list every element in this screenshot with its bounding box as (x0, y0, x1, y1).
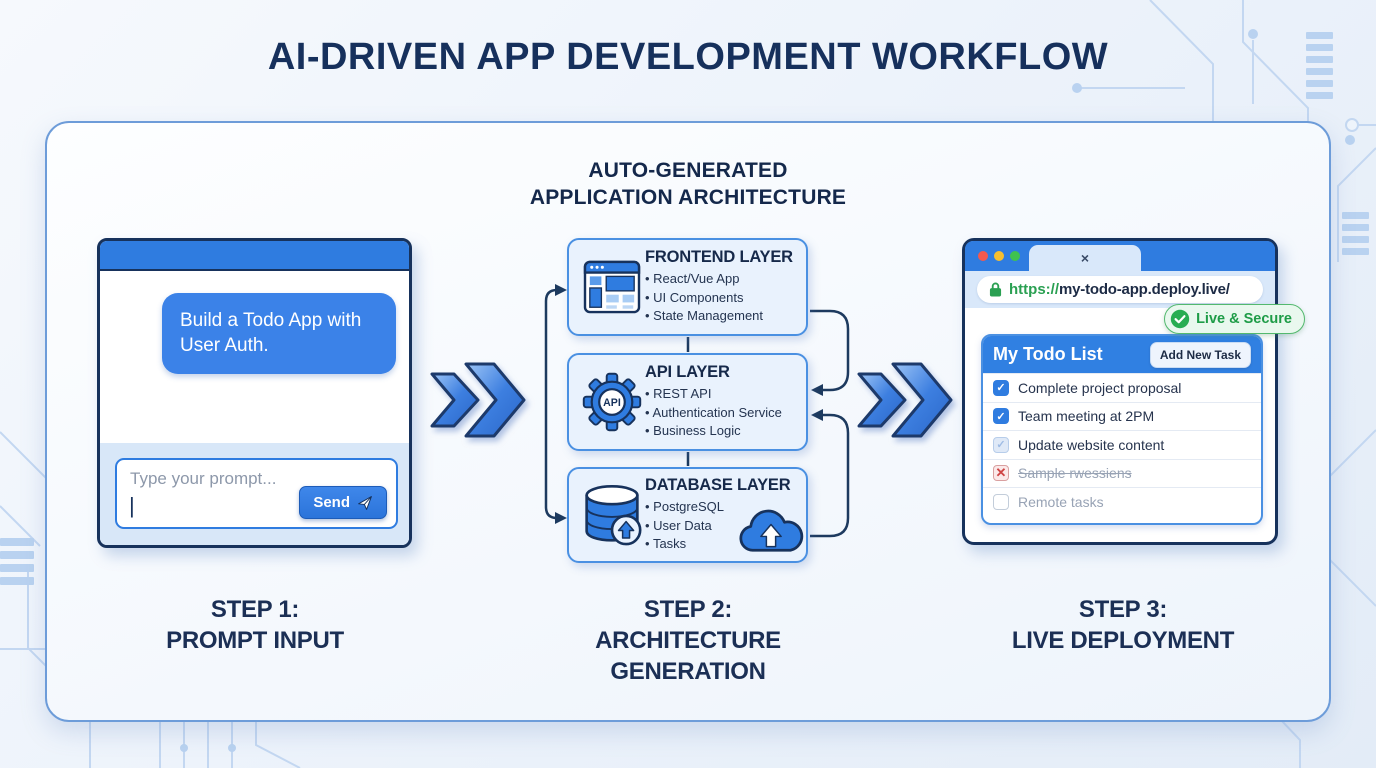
step2-label-line2: ARCHITECTURE (595, 627, 781, 655)
layer-bullet: Authentication Service (645, 404, 781, 423)
svg-text:API: API (603, 397, 621, 409)
url-scheme: https:// (1009, 280, 1059, 298)
api-layer-title: API LAYER (645, 362, 730, 381)
browser-window-icon (579, 260, 645, 314)
layer-bullet: REST API (645, 385, 782, 404)
send-button-label: Send (313, 494, 350, 511)
frontend-layer-bullets: React/Vue App UI Components State Manage… (645, 270, 793, 327)
browser-toolbar: https://my-todo-app.deploy.live/ (965, 271, 1275, 308)
layer-bullet: React/Vue App (645, 270, 793, 289)
todo-item-text: Remote tasks (1018, 493, 1104, 510)
add-new-task-button[interactable]: Add New Task (1149, 341, 1251, 368)
architecture-heading: AUTO-GENERATED APPLICATION ARCHITECTURE (498, 158, 878, 212)
step3-label-line1: STEP 3: (1078, 596, 1168, 623)
checkbox-unchecked[interactable] (993, 493, 1009, 510)
api-layer-box: API API LAYER REST API Authentication Se… (567, 353, 808, 451)
architecture-heading-line1: AUTO-GENERATED (588, 159, 788, 182)
layer-bullet: State Management (645, 307, 793, 326)
prompt-bubble: Build a Todo App with User Auth. (162, 293, 396, 374)
database-layer-bullets: PostgreSQL User Data Tasks (645, 498, 790, 555)
layer-bullet: UI Components (645, 289, 793, 308)
text-cursor: | (129, 493, 135, 518)
cloud-upload-icon (739, 509, 804, 552)
url-address-bar[interactable]: https://my-todo-app.deploy.live/ (977, 276, 1263, 303)
todo-item-row: Complete project proposal (983, 373, 1261, 402)
layer-bullet: PostgreSQL (645, 498, 790, 517)
checkbox-checked-light[interactable] (993, 436, 1009, 453)
todo-item-row: Update website content (983, 430, 1261, 459)
step3-label-line2: LIVE DEPLOYMENT (1011, 627, 1235, 655)
api-layer-bullets: REST API Authentication Service Business… (645, 385, 782, 442)
prompt-placeholder: Type your prompt... (130, 469, 277, 488)
step2-label: STEP 2: ARCHITECTURE GENERATION (548, 594, 828, 688)
minimize-traffic-light[interactable] (994, 251, 1004, 261)
chat-window-titlebar (100, 241, 409, 271)
todo-item-row: Remote tasks (983, 487, 1261, 516)
step1-label-line1: STEP 1: (210, 596, 300, 623)
frontend-layer-title: FRONTEND LAYER (645, 247, 793, 266)
prompt-chat-window: Build a Todo App with User Auth. Type yo… (97, 238, 412, 548)
deployed-browser-window: × https://my-todo-app.deploy.live/ Live … (962, 238, 1305, 545)
step1-label-line2: PROMPT INPUT (166, 627, 344, 655)
page-title: AI-DRIVEN APP DEVELOPMENT WORKFLOW (267, 36, 1109, 78)
todo-item-text: Team meeting at 2PM (1018, 408, 1155, 425)
layer-bullet: Tasks (645, 535, 790, 554)
todo-item-row: Team meeting at 2PM (983, 401, 1261, 431)
tab-close-icon[interactable]: × (1080, 250, 1090, 266)
maximize-traffic-light[interactable] (1010, 251, 1020, 261)
send-button[interactable]: Send (299, 486, 387, 519)
todo-header: My Todo List Add New Task (983, 336, 1261, 373)
checkbox-checked[interactable] (993, 408, 1009, 425)
checkbox-checked[interactable] (993, 379, 1009, 396)
chat-input-area: Type your prompt... | Send (100, 443, 409, 545)
prompt-input[interactable]: Type your prompt... | Send (115, 458, 398, 529)
flow-chevron-1 (430, 362, 526, 438)
layer-bullet: User Data (645, 517, 790, 536)
layer-bullet: Business Logic (645, 422, 782, 441)
gear-api-icon: API (579, 372, 645, 432)
architecture-heading-line2: APPLICATION ARCHITECTURE (529, 185, 847, 209)
todo-item-text: Update website content (1018, 436, 1165, 453)
database-layer-title: DATABASE LAYER (645, 475, 791, 494)
paper-plane-icon (358, 495, 372, 510)
checkbox-rejected[interactable] (993, 465, 1009, 482)
padlock-icon (989, 282, 1002, 297)
url-host: my-todo-app.deploy.live/ (1059, 280, 1230, 298)
flow-chevron-2 (857, 362, 953, 438)
step2-label-line3: GENERATION (610, 658, 766, 686)
live-secure-label: Live & Secure (1196, 311, 1292, 327)
database-cylinder-icon (579, 482, 645, 548)
step1-label: STEP 1: PROMPT INPUT (115, 594, 395, 656)
todo-item-text: Complete project proposal (1018, 379, 1182, 396)
browser-tab[interactable]: × (1029, 245, 1141, 271)
close-traffic-light[interactable] (978, 251, 988, 261)
todo-item-row: Sample rwessiens (983, 458, 1261, 488)
live-secure-badge: Live & Secure (1164, 304, 1305, 334)
todo-item-text: Sample rwessiens (1018, 465, 1132, 482)
step2-label-line1: STEP 2: (643, 596, 733, 623)
todo-title: My Todo List (993, 344, 1103, 364)
database-layer-box: DATABASE LAYER PostgreSQL User Data Task… (567, 467, 808, 563)
step3-label: STEP 3: LIVE DEPLOYMENT (973, 594, 1273, 656)
frontend-layer-box: FRONTEND LAYER React/Vue App UI Componen… (567, 238, 808, 336)
browser-titlebar: × (965, 241, 1275, 271)
todo-app-card: My Todo List Add New Task Complete proje… (981, 334, 1263, 525)
check-circle-icon (1170, 309, 1190, 329)
